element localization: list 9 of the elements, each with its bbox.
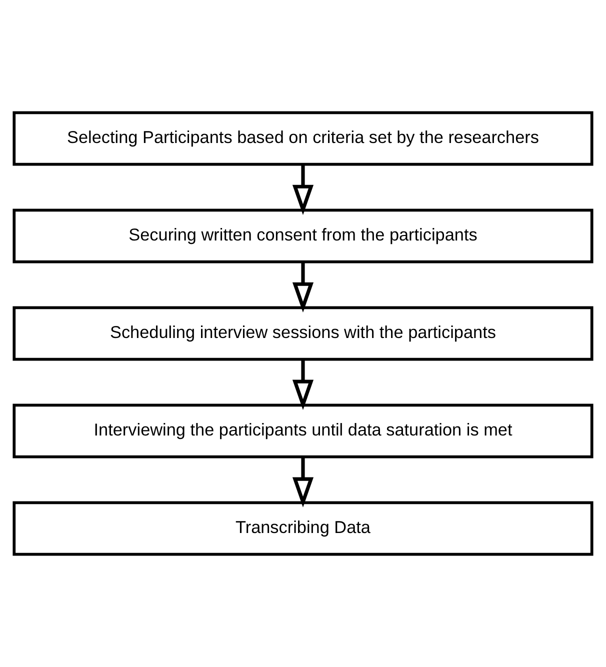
arrow <box>292 164 314 215</box>
node-box: Transcribing Data <box>12 501 594 556</box>
node-box: Scheduling interview sessions with the participants <box>12 306 594 361</box>
arrow <box>292 360 314 410</box>
arrow <box>292 262 314 312</box>
arrow <box>292 457 314 508</box>
node-box: Interviewing the participants until data saturation is met <box>12 404 594 458</box>
node-box: Selecting Participants based on criteria set by the researchers <box>12 111 594 166</box>
node-box: Securing written consent from the participants <box>12 208 594 264</box>
